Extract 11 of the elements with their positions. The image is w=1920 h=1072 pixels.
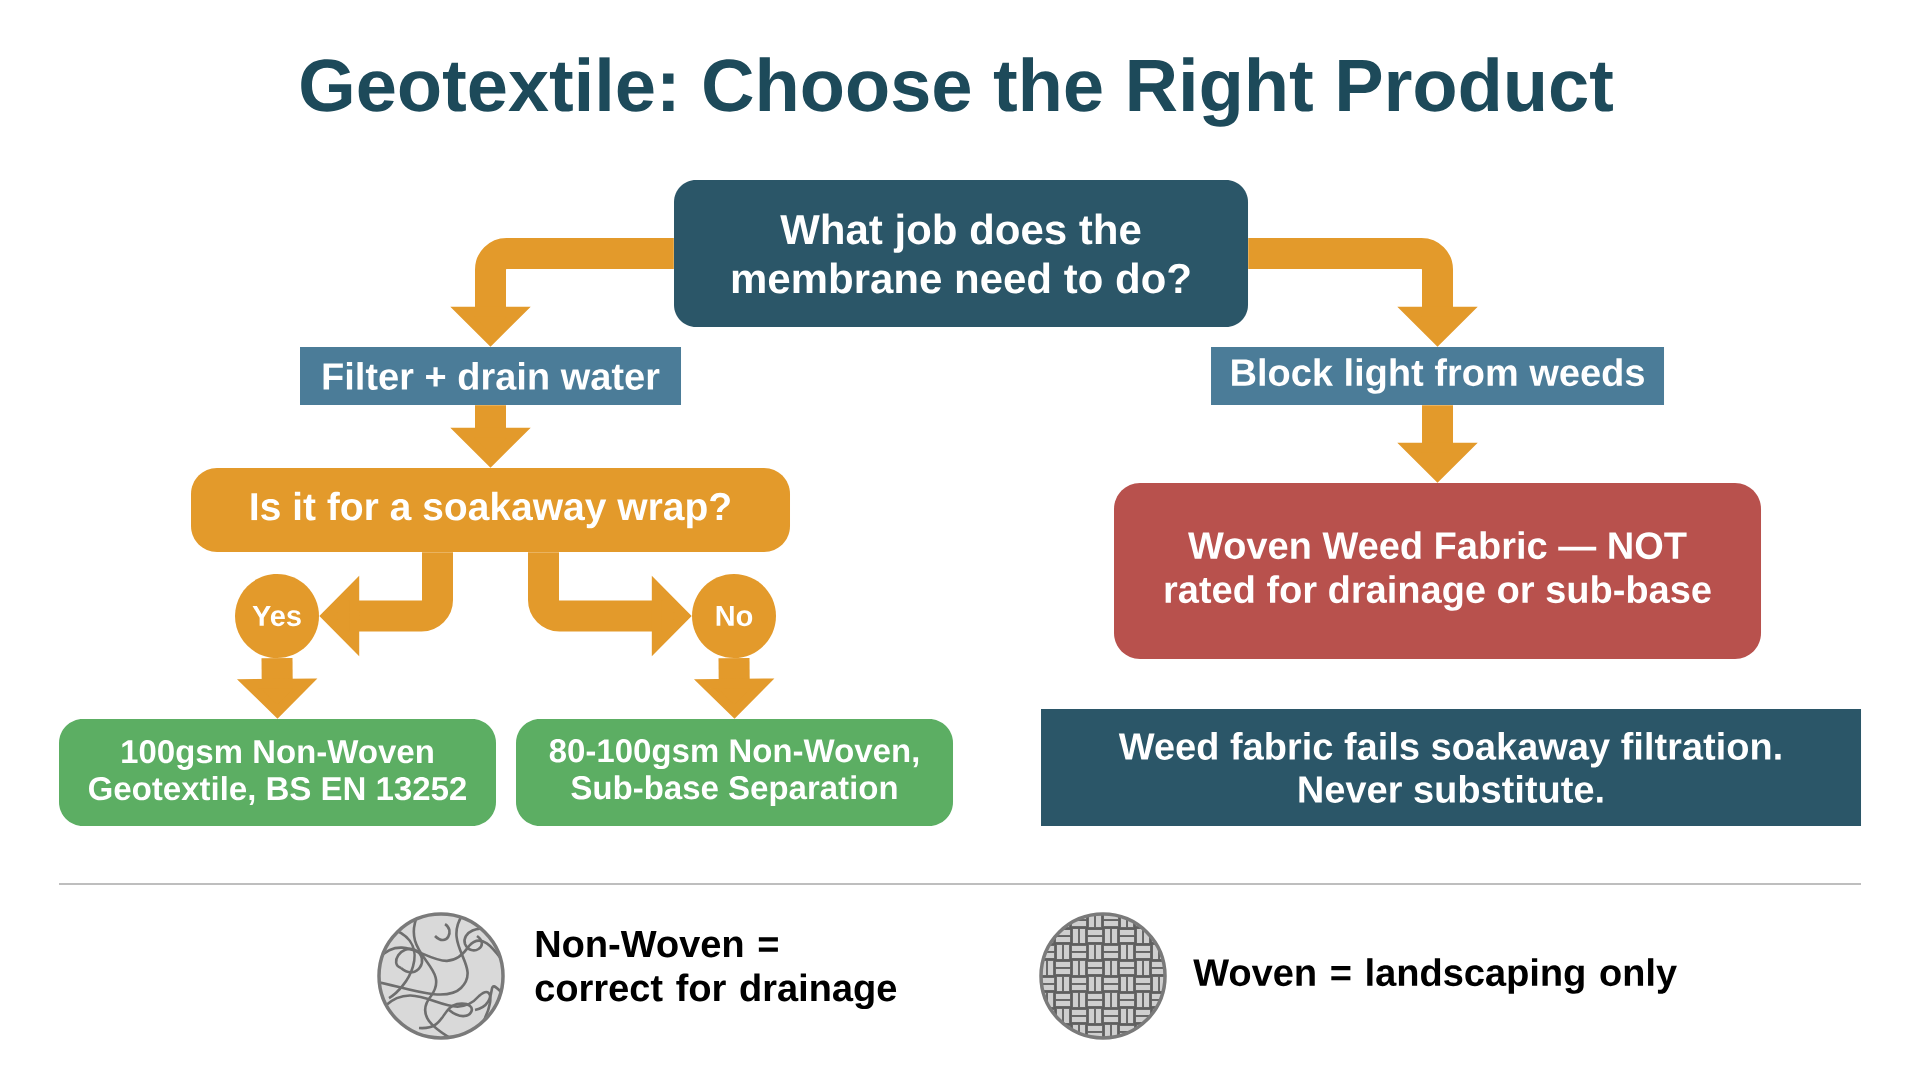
option-box: Block light from weeds — [1211, 347, 1664, 405]
decision-box: Is it for a soakaway wrap? — [191, 468, 790, 552]
result-box: 80-100gsm Non-Woven, Sub-base Separation — [516, 719, 953, 826]
question-box: What job does the membrane need to do? — [674, 180, 1248, 327]
warning-box: Woven Weed Fabric — NOT rated for drainage or sub-base — [1114, 483, 1761, 659]
legend-text: Woven = landscaping only — [1193, 958, 1677, 994]
title: Geotextile: Choose the Right Product — [301, 57, 1613, 127]
option-box: Filter + drain water — [300, 347, 681, 405]
result-box: 100gsm Non-Woven Geotextile, BS EN 13252 — [59, 719, 496, 826]
warning-banner: Weed fabric fails soakaway filtration. Never substitute. — [1041, 709, 1861, 826]
legend-text: Non-Woven = correct for drainage — [535, 930, 897, 1010]
